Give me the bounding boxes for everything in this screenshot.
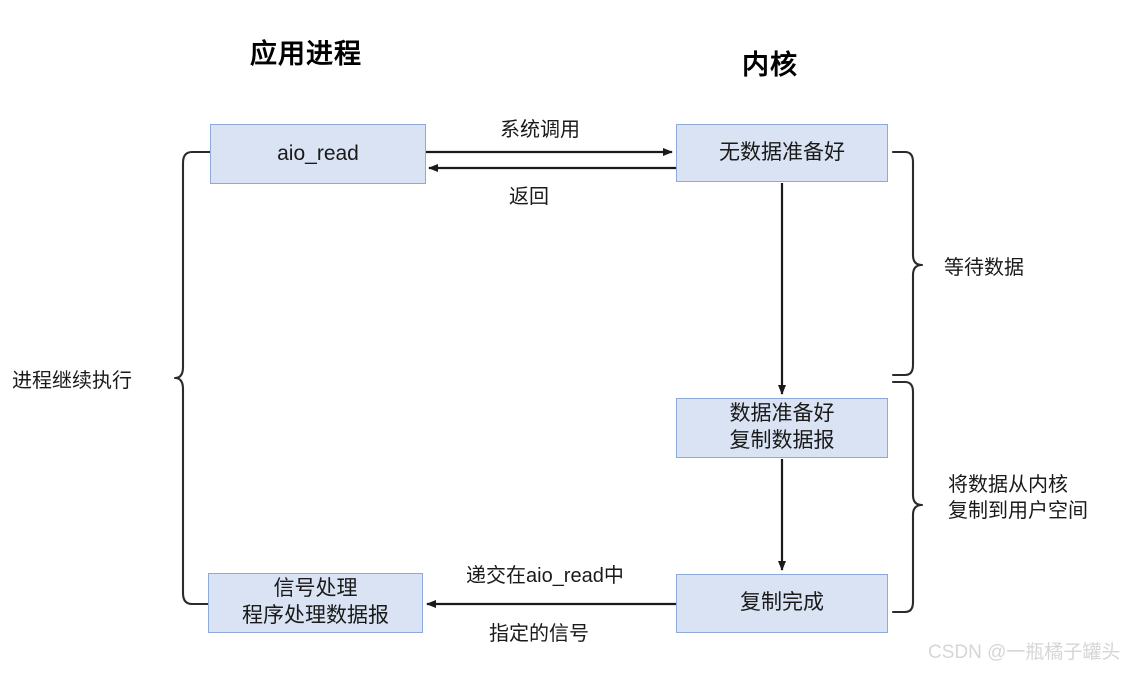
brace-label-copy-to-user: 将数据从内核 复制到用户空间 xyxy=(948,472,1088,524)
right-brace-copy xyxy=(891,380,924,614)
edge-label-signal: 指定的信号 xyxy=(489,623,589,645)
node-signal-handler-label-line2: 程序处理数据报 xyxy=(242,604,389,627)
brace-label-wait-data: 等待数据 xyxy=(944,257,1024,279)
node-copy-complete[interactable]: 复制完成 xyxy=(676,574,888,633)
edge-label-deliver: 递交在aio_read中 xyxy=(466,565,624,587)
brace-label-copy-to-user-line1: 将数据从内核 xyxy=(948,474,1068,496)
node-data-ready-label-line2: 复制数据报 xyxy=(729,429,835,452)
node-data-ready-label-line1: 数据准备好 xyxy=(729,402,835,426)
left-brace xyxy=(173,150,212,606)
edge-label-return: 返回 xyxy=(509,186,549,208)
node-signal-handler-label-line1: 信号处理 xyxy=(273,577,358,601)
node-no-data-ready-label: 无数据准备好 xyxy=(719,140,845,164)
right-brace-wait xyxy=(891,150,924,377)
node-data-ready[interactable]: 数据准备好 复制数据报 xyxy=(676,398,888,458)
edge-label-syscall: 系统调用 xyxy=(500,119,580,141)
brace-label-process-continues: 进程继续执行 xyxy=(12,370,132,392)
column-title-application: 应用进程 xyxy=(250,39,362,69)
node-signal-handler[interactable]: 信号处理 程序处理数据报 xyxy=(208,573,423,633)
node-no-data-ready[interactable]: 无数据准备好 xyxy=(676,124,888,182)
node-aio-read[interactable]: aio_read xyxy=(210,124,426,184)
column-title-kernel: 内核 xyxy=(742,50,798,80)
node-copy-complete-label: 复制完成 xyxy=(740,591,824,615)
brace-label-copy-to-user-line2: 复制到用户空间 xyxy=(948,500,1088,522)
csdn-watermark: CSDN @一瓶橘子罐头 xyxy=(928,642,1121,663)
node-aio-read-label: aio_read xyxy=(277,141,359,165)
